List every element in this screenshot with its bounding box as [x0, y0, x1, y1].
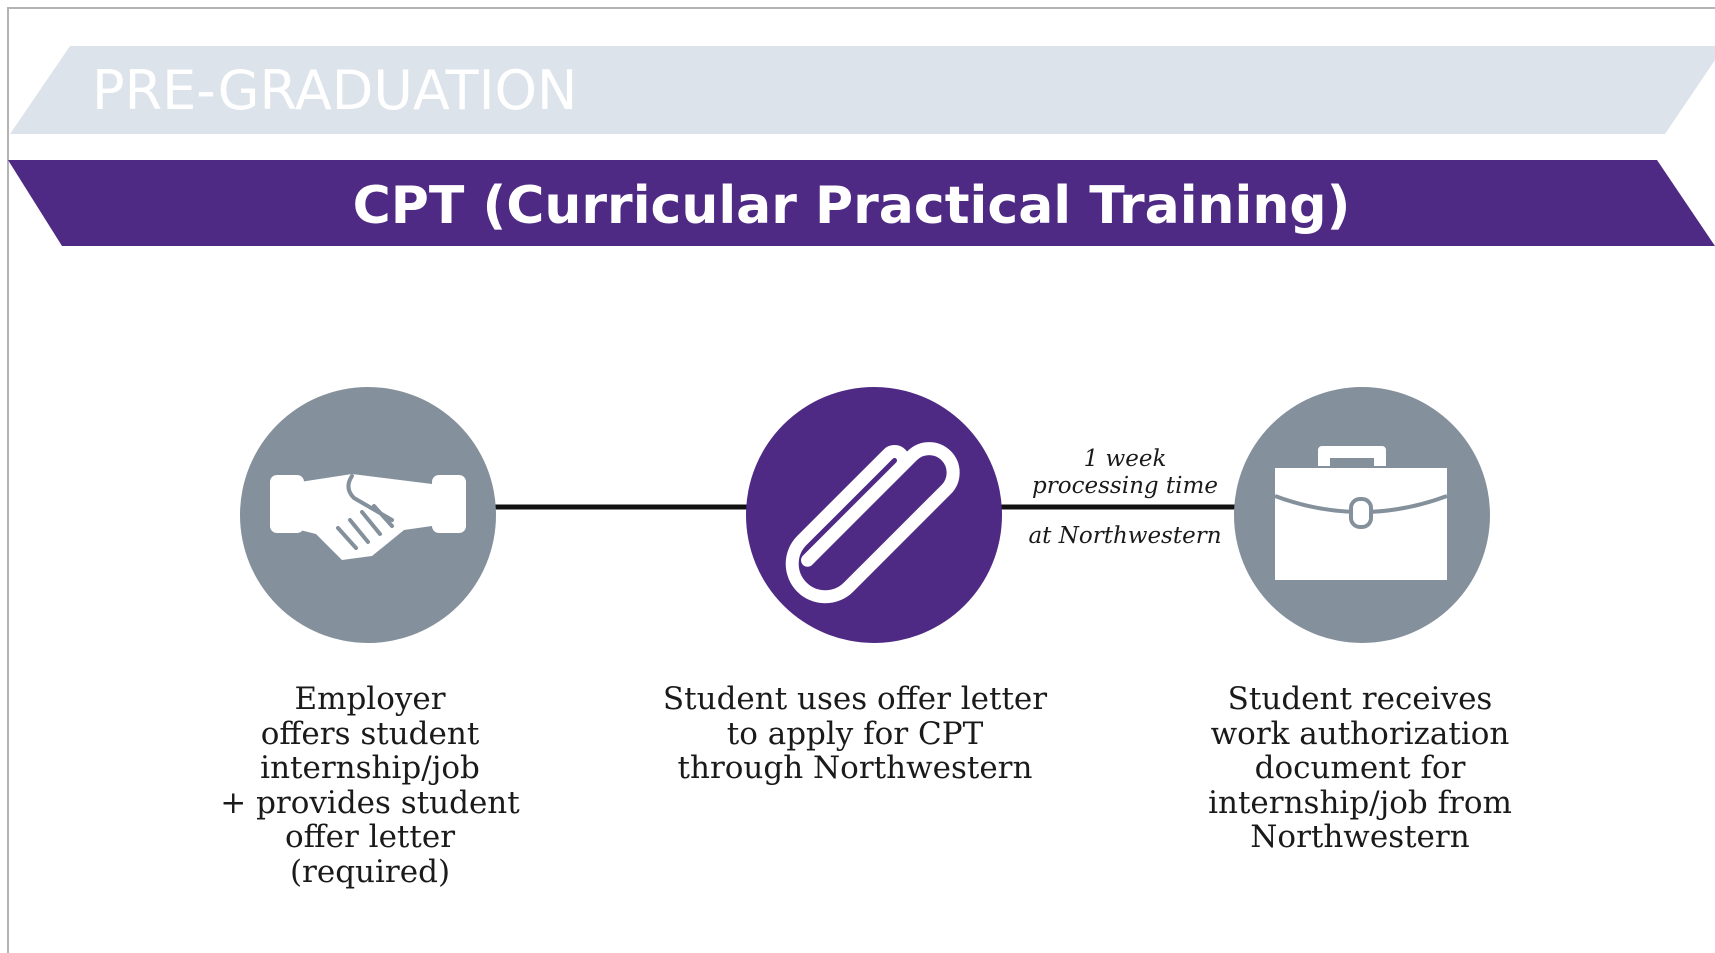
paperclip-icon — [785, 442, 960, 604]
briefcase-icon — [1274, 446, 1448, 580]
processing-note-label: processing time — [1032, 473, 1218, 499]
step-1-description: Employer offers student internship/job +… — [220, 681, 520, 890]
frame-border-top — [7, 7, 1715, 9]
banner-shapes — [8, 46, 1715, 246]
step-2-circle — [746, 387, 1002, 643]
step-3-description: Student receives work authorization docu… — [1208, 681, 1512, 855]
processing-note-duration: 1 week — [1083, 446, 1167, 472]
page-title: CPT (Curricular Practical Training) — [352, 176, 1351, 236]
processing-note-location: at Northwestern — [1028, 523, 1222, 549]
step-1-node — [240, 387, 496, 643]
step-2-node — [746, 387, 1002, 643]
pre-graduation-banner — [10, 46, 1715, 134]
cpt-title-banner — [8, 160, 1715, 246]
step-3-node — [1234, 387, 1490, 643]
handshake-icon — [270, 474, 466, 560]
frame-border-left — [7, 7, 9, 953]
phase-label: PRE-GRADUATION — [92, 59, 578, 122]
step-2-description: Student uses offer letter to apply for C… — [662, 681, 1048, 786]
process-flow — [240, 387, 1490, 643]
